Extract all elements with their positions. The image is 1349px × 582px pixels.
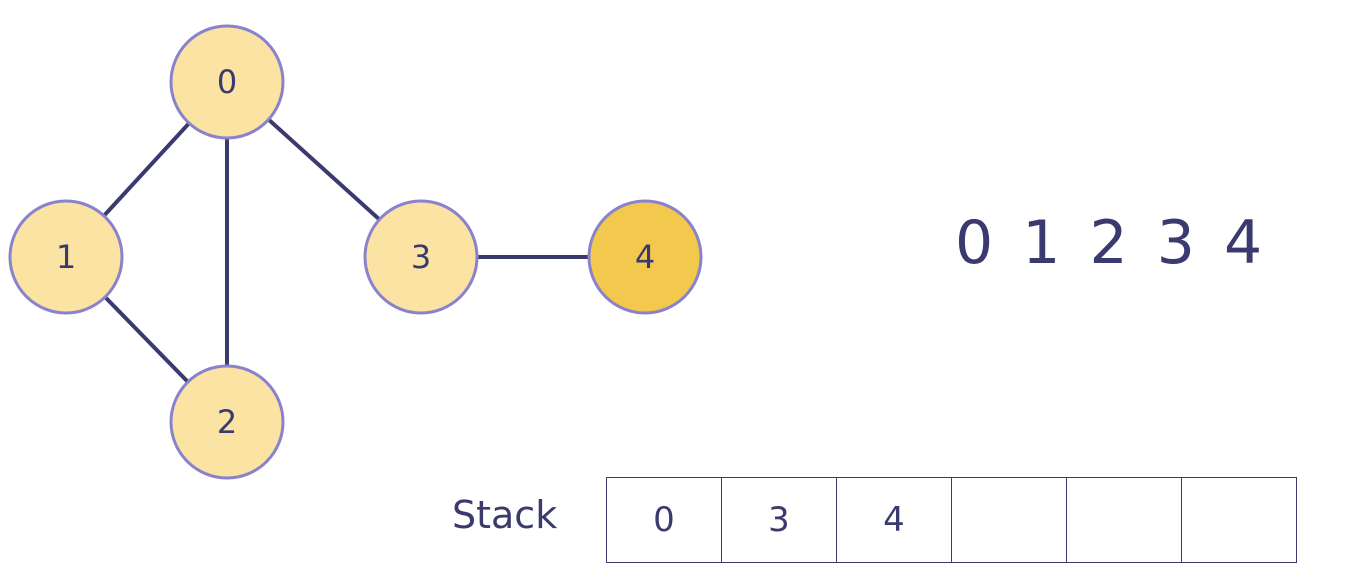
- node-4: 4: [587, 199, 703, 315]
- node-3: 3: [363, 199, 479, 315]
- node-label-4: 4: [635, 238, 655, 276]
- stack-label: Stack: [452, 493, 558, 537]
- node-circle-2: [169, 364, 285, 480]
- graph-edges: [64, 80, 645, 424]
- stack-cell-1: 3: [722, 478, 837, 562]
- stack-cell-4: [1067, 478, 1182, 562]
- node-circle-4: [587, 199, 703, 315]
- node-0: 0: [169, 24, 285, 140]
- node-1: 1: [8, 199, 124, 315]
- stack-cell-5: [1182, 478, 1297, 562]
- graph-nodes: 0 1 2 3 4: [8, 24, 703, 480]
- stack-cell-2: 4: [837, 478, 952, 562]
- node-circle-1: [8, 199, 124, 315]
- stack-cell-0: 0: [607, 478, 722, 562]
- stack-cell-3: [952, 478, 1067, 562]
- node-circle-0: [169, 24, 285, 140]
- node-label-0: 0: [217, 63, 237, 101]
- node-label-1: 1: [56, 238, 76, 276]
- node-circle-3: [363, 199, 479, 315]
- node-label-2: 2: [217, 403, 237, 441]
- node-label-3: 3: [411, 238, 431, 276]
- node-2: 2: [169, 364, 285, 480]
- traversal-order: 0 1 2 3 4: [955, 208, 1265, 278]
- stack-row: 0 3 4: [606, 477, 1297, 563]
